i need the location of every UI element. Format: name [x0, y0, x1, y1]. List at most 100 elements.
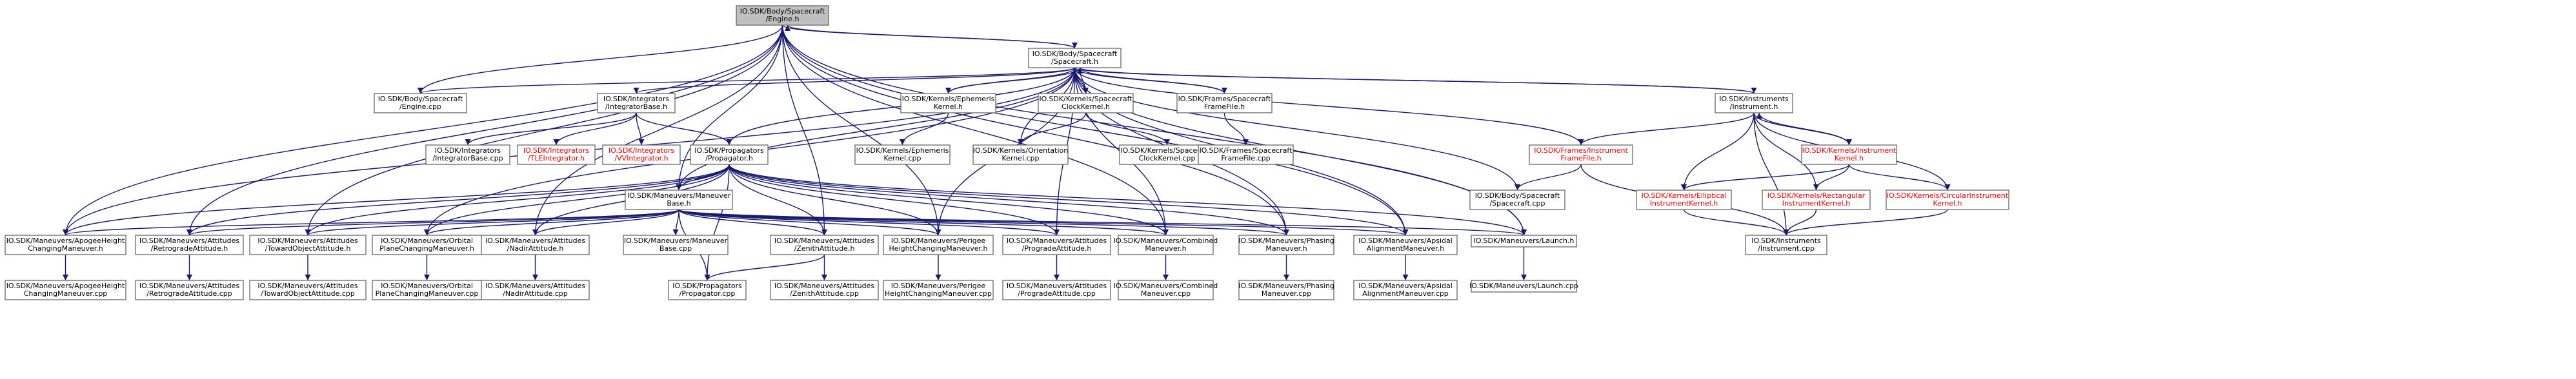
node-label: /NadirAttitude.cpp: [503, 289, 568, 298]
node-orbitalplane-h[interactable]: IO.SDK/Maneuvers/OrbitalPlaneChangingMan…: [372, 235, 482, 255]
node-rectangular-h[interactable]: IO.SDK/Kernels/RectangularInstrumentKern…: [1762, 190, 1871, 210]
edge-integratorbase-h-to-propagator-h: [636, 112, 732, 146]
node-launch-cpp[interactable]: IO.SDK/Maneuvers/Launch.cpp: [1469, 280, 1578, 293]
node-label: IO.SDK/Maneuvers/Launch.h: [1474, 237, 1575, 245]
node-tleintegrator-h[interactable]: IO.SDK/Integrators/TLEIntegrator.h: [517, 144, 596, 165]
node-box: [854, 144, 951, 165]
node-label: IO.SDK/Maneuvers/Launch.cpp: [1469, 282, 1578, 290]
node-label: IO.SDK/Kernels/Orientation: [973, 146, 1068, 155]
node-instrument-cpp[interactable]: IO.SDK/Instruments/Instrument.cpp: [1745, 235, 1827, 255]
node-retrograde-cpp[interactable]: IO.SDK/Maneuvers/Attitudes/RetrogradeAtt…: [135, 280, 244, 300]
node-label: /Spacecraft.cpp: [1489, 199, 1545, 208]
node-box: [1636, 190, 1732, 210]
node-box: [900, 93, 996, 113]
edge: [1074, 67, 1520, 191]
node-perigee-h[interactable]: IO.SDK/Maneuvers/PerigeeHeightChangingMa…: [883, 235, 994, 255]
edge: [785, 24, 1076, 49]
edge: [1085, 112, 1170, 146]
edge: [186, 209, 679, 236]
node-zenith-cpp[interactable]: IO.SDK/Maneuvers/Attitudes/ZenithAttitud…: [770, 280, 879, 300]
edge-zenith-h-to-propagator-cpp: [704, 254, 825, 281]
node-propagator-h[interactable]: IO.SDK/Propagators/Propagator.h: [690, 144, 769, 165]
node-box: [1353, 235, 1458, 255]
edge: [424, 209, 679, 236]
node-integratorbase-cpp[interactable]: IO.SDK/Integrators/IntegratorBase.cpp: [425, 144, 510, 165]
node-apogee-cpp[interactable]: IO.SDK/Maneuvers/ApogeeHeightChangingMan…: [5, 280, 126, 300]
node-label: IO.SDK/Integrators: [609, 146, 674, 155]
node-box: [1886, 190, 2009, 210]
node-label: Maneuver.cpp: [1262, 289, 1311, 298]
node-box: [623, 235, 729, 255]
node-prograde-h[interactable]: IO.SDK/Maneuvers/Attitudes/ProgradeAttit…: [1002, 235, 1111, 255]
node-spacecraft-cpp[interactable]: IO.SDK/Body/Spacecraft/Spacecraft.cpp: [1469, 190, 1565, 210]
node-box: [602, 144, 681, 165]
node-label: IO.SDK/Maneuvers/Maneuver: [627, 191, 731, 200]
edge: [633, 67, 1076, 94]
edge-maneuverbase-h-to-launch-h: [678, 209, 1527, 236]
edge-integratorbase-h-to-vvintegrator-h: [636, 112, 645, 146]
edge: [1681, 164, 1850, 191]
edge-propagator-h-to-propagator-cpp: [704, 164, 730, 281]
node-box: [481, 280, 590, 300]
node-label: IO.SDK/Maneuvers/Maneuver: [624, 237, 728, 245]
node-apsidal-cpp[interactable]: IO.SDK/Maneuvers/ApsidalAlignmentManeuve…: [1353, 280, 1458, 300]
node-box: [135, 235, 244, 255]
node-label: IO.SDK/Maneuvers/Apsidal: [1358, 282, 1453, 290]
node-towardobject-cpp[interactable]: IO.SDK/Maneuvers/Attitudes/TowardObjectA…: [249, 280, 367, 300]
node-box: [1198, 144, 1294, 165]
node-apogee-h[interactable]: IO.SDK/Maneuvers/ApogeeHeightChangingMan…: [5, 235, 126, 255]
node-label: Kernel.h: [934, 102, 963, 111]
node-retrograde-h[interactable]: IO.SDK/Maneuvers/Attitudes/RetrogradeAtt…: [135, 235, 244, 255]
node-spacecraft-h[interactable]: IO.SDK/Body/Spacecraft/Spacecraft.h: [1028, 48, 1122, 68]
node-label: IO.SDK/Maneuvers/Attitudes: [485, 237, 586, 245]
node-label: /Engine.h: [766, 15, 800, 23]
edge-integratorbase-h-to-tleintegrator-h: [553, 112, 637, 146]
node-label: HeightChangingManeuver.h: [889, 244, 988, 253]
node-instrumentkernel-h[interactable]: IO.SDK/Kernels/InstrumentKernel.h: [1801, 144, 1897, 165]
edge: [1223, 112, 1249, 146]
node-zenith-h[interactable]: IO.SDK/Maneuvers/Attitudes/ZenithAttitud…: [770, 235, 879, 255]
edge-maneuverbase-h-to-orbitalplane-h: [424, 209, 679, 236]
node-box: [1176, 93, 1273, 113]
edge: [729, 164, 1409, 236]
edge: [1077, 67, 1755, 94]
node-engine[interactable]: IO.SDK/Body/Spacecraft/Engine.h: [736, 5, 829, 26]
node-nadir-cpp[interactable]: IO.SDK/Maneuvers/Attitudes/NadirAttitude…: [481, 280, 590, 300]
node-towardobject-h[interactable]: IO.SDK/Maneuvers/Attitudes/TowardObjectA…: [249, 235, 367, 255]
nodes-layer: IO.SDK/Body/Spacecraft/Engine.hIO.SDK/Bo…: [5, 5, 2009, 300]
node-perigee-cpp[interactable]: IO.SDK/Maneuvers/PerigeeHeightChangingMa…: [883, 280, 994, 300]
node-orbitalplane-cpp[interactable]: IO.SDK/Maneuvers/OrbitalPlaneChangingMan…: [372, 280, 482, 300]
node-elliptical-h[interactable]: IO.SDK/Kernels/EllipticalInstrumentKerne…: [1636, 190, 1732, 210]
node-integratorbase-h[interactable]: IO.SDK/Integrators/IntegratorBase.h: [597, 93, 676, 113]
edges-layer: [63, 24, 1951, 281]
node-label: IO.SDK/Kernels/Instrument: [1802, 146, 1897, 155]
node-vvintegrator-h[interactable]: IO.SDK/Integrators/VVIntegrator.h: [602, 144, 681, 165]
node-prograde-cpp[interactable]: IO.SDK/Maneuvers/Attitudes/ProgradeAttit…: [1002, 280, 1111, 300]
node-nadir-h[interactable]: IO.SDK/Maneuvers/Attitudes/NadirAttitude…: [481, 235, 590, 255]
edge-maneuverbase-h-to-perigee-h: [678, 209, 941, 236]
node-label: IO.SDK/Maneuvers/Attitudes: [257, 282, 358, 290]
node-apsidal-h[interactable]: IO.SDK/Maneuvers/ApsidalAlignmentManeuve…: [1353, 235, 1458, 255]
edge: [1753, 112, 1789, 236]
node-propagator-cpp[interactable]: IO.SDK/Propagators/Propagator.cpp: [668, 280, 747, 300]
node-instrument-h[interactable]: IO.SDK/Instruments/Instrument.h: [1715, 93, 1793, 113]
node-circular-h[interactable]: IO.SDK/Kernels/CircularInstrumentKernel.…: [1886, 190, 2009, 210]
node-label: IO.SDK/Frames/Instrument: [1534, 146, 1628, 155]
node-engine-cpp[interactable]: IO.SDK/Body/Spacecraft/Engine.cpp: [374, 93, 467, 113]
node-box: [1038, 93, 1134, 113]
node-box: [1118, 280, 1214, 300]
node-launch-h[interactable]: IO.SDK/Maneuvers/Launch.h: [1471, 235, 1577, 248]
